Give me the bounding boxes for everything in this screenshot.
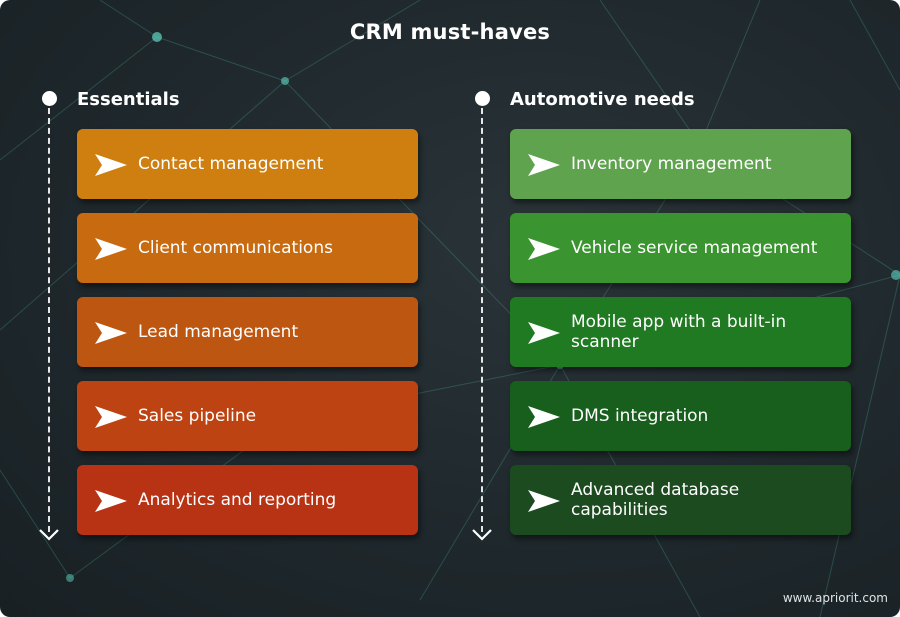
chevron-right-icon [528, 238, 560, 260]
list-item-label: Client communications [138, 238, 333, 258]
chevron-down-icon [39, 529, 59, 541]
list-item-label: DMS integration [571, 406, 709, 426]
list-item-label: Vehicle service management [571, 238, 818, 258]
rail-dashed-line [481, 108, 483, 532]
chevron-right-icon [95, 322, 127, 344]
chevron-right-icon [528, 322, 560, 344]
chevron-right-icon [95, 154, 127, 176]
chevron-right-icon [528, 490, 560, 512]
list-item: Client communications [77, 213, 418, 283]
footer-url: www.apriorit.com [782, 591, 888, 605]
list-item: Mobile app with a built-in scanner [510, 297, 851, 367]
chevron-down-icon [472, 529, 492, 541]
essentials-heading: Essentials [77, 89, 180, 110]
list-item-label: Contact management [138, 154, 324, 174]
list-item: Sales pipeline [77, 381, 418, 451]
list-item-label: Mobile app with a built-in scanner [571, 312, 787, 352]
chevron-right-icon [95, 406, 127, 428]
list-item-label: Advanced database capabilities [571, 480, 740, 520]
list-item-label: Sales pipeline [138, 406, 257, 426]
list-item: Lead management [77, 297, 418, 367]
list-item: DMS integration [510, 381, 851, 451]
list-item-label: Lead management [138, 322, 299, 342]
chevron-right-icon [528, 406, 560, 428]
list-item: Advanced database capabilities [510, 465, 851, 535]
chevron-right-icon [528, 154, 560, 176]
rail-start-dot [42, 91, 57, 106]
list-item: Contact management [77, 129, 418, 199]
chevron-right-icon [95, 238, 127, 260]
list-item: Vehicle service management [510, 213, 851, 283]
rail-start-dot [475, 91, 490, 106]
list-item-label: Inventory management [571, 154, 772, 174]
rail-dashed-line [48, 108, 50, 532]
list-item-label: Analytics and reporting [138, 490, 337, 510]
list-item: Inventory management [510, 129, 851, 199]
list-item: Analytics and reporting [77, 465, 418, 535]
automotive-needs-heading: Automotive needs [510, 89, 695, 110]
page-title: CRM must-haves [349, 20, 551, 44]
chevron-right-icon [95, 490, 127, 512]
